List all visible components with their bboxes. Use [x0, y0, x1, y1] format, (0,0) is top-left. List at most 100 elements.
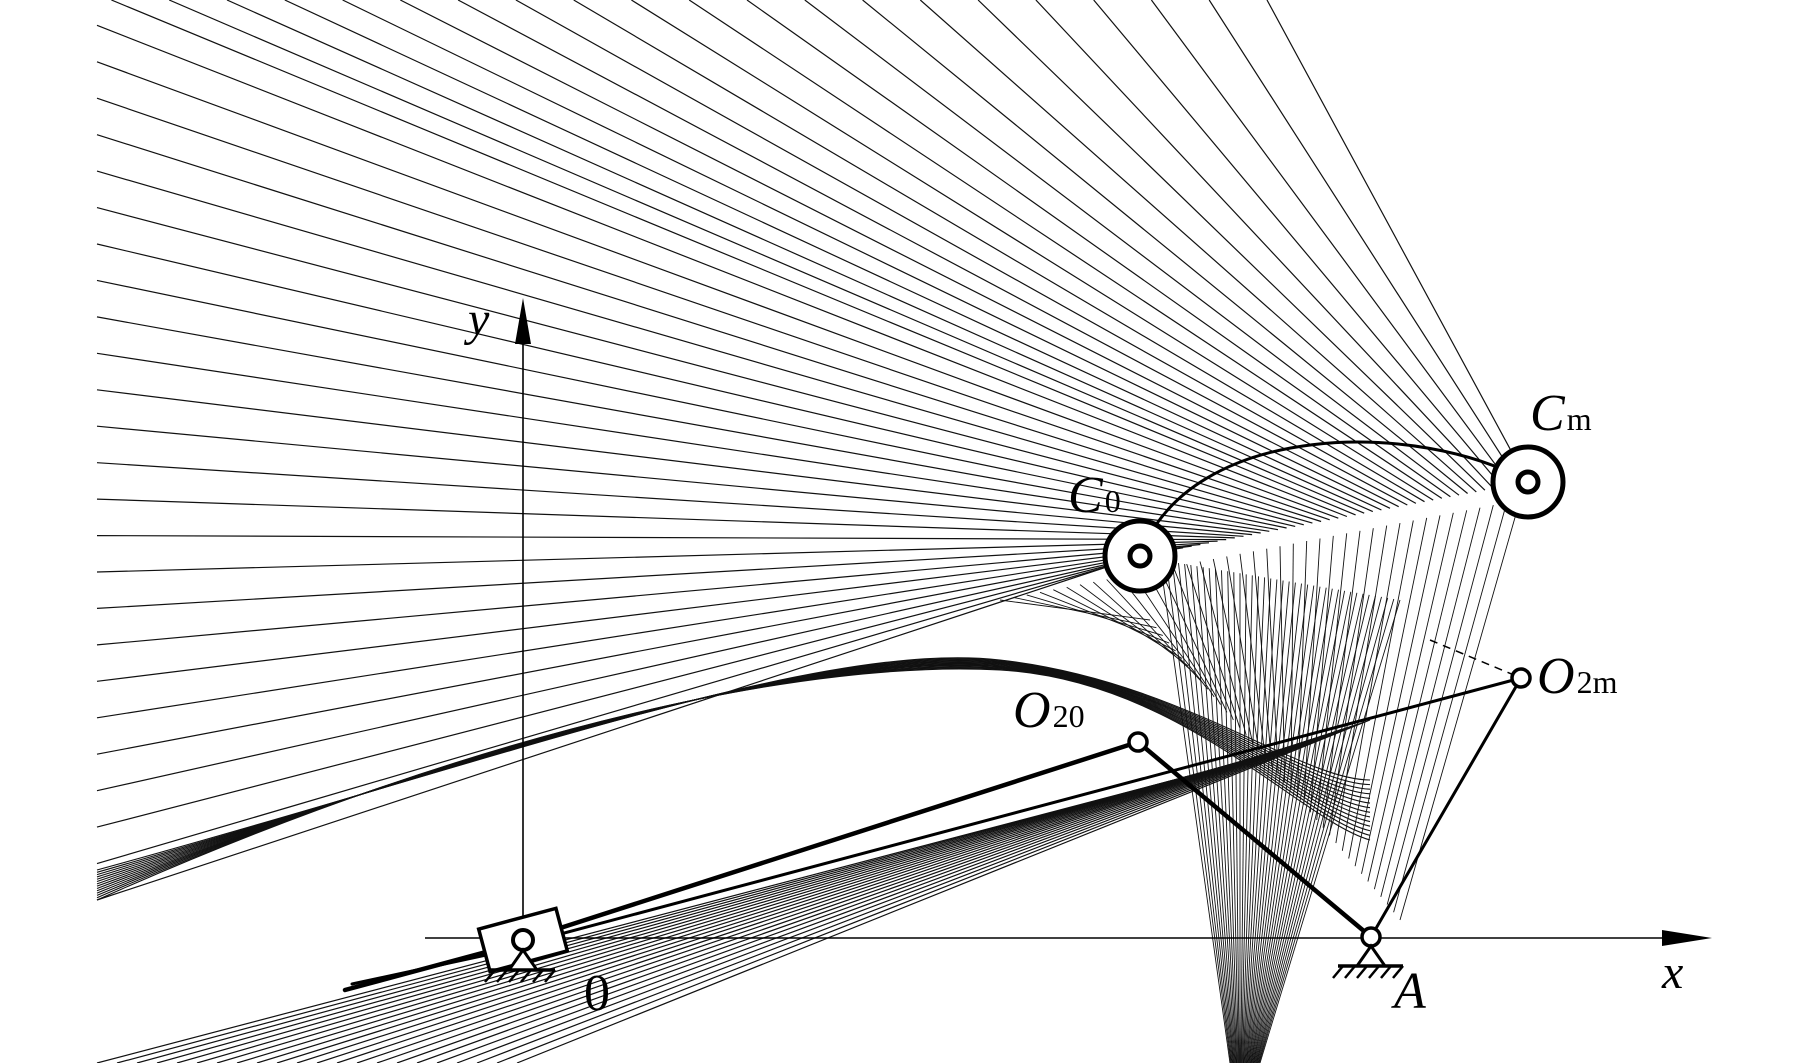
fan-ray-lower: [196, 749, 1279, 1063]
slider-support: [476, 906, 570, 983]
fan-ray-lower: [156, 753, 1268, 1063]
y-axis-arrow: [515, 298, 531, 344]
mesh-line: [1092, 581, 1196, 675]
mesh-line: [1226, 556, 1260, 751]
mesh-line: [1178, 563, 1233, 1063]
mesh-line: [1119, 576, 1209, 690]
fan-ray: [96, 425, 1253, 536]
fan-ray: [96, 534, 1227, 541]
pivot-a-hatch: [1332, 965, 1404, 979]
fan-ray: [400, 0, 1399, 508]
fan-ray: [96, 243, 1296, 527]
mesh-line: [1246, 582, 1296, 1063]
fan-ray-lower: [216, 748, 1285, 1063]
mesh-line: [1039, 591, 1170, 644]
fan-ray: [457, 0, 1408, 506]
link-o20-a: [1135, 739, 1374, 940]
fan-ray: [1208, 0, 1520, 484]
mesh-line: [1252, 551, 1273, 767]
ray-fan: [96, 0, 1529, 1063]
fan-ray-lower: [136, 755, 1262, 1063]
fan-ray-lower: [516, 719, 1371, 1063]
fan-ray: [96, 553, 1149, 865]
fan-ray: [284, 0, 1382, 511]
fan-ray-lower: [236, 746, 1291, 1063]
point-a-label: A: [1391, 963, 1426, 1020]
cm-label-main: C: [1530, 385, 1566, 442]
o20-label-sub: 20: [1053, 698, 1085, 734]
y-axis-label: y: [463, 293, 490, 346]
mesh-line: [1245, 581, 1290, 1063]
mesh-line: [1354, 517, 1428, 867]
mesh-line: [1227, 571, 1239, 1063]
fan-ray: [631, 0, 1434, 501]
c0-label-main: C: [1068, 467, 1104, 524]
fan-ray: [342, 0, 1391, 509]
fan-ray: [168, 0, 1365, 514]
fan-ray: [96, 97, 1330, 521]
mesh-line: [1053, 589, 1176, 652]
fan-ray: [96, 207, 1304, 526]
mesh-line: [1256, 595, 1376, 1063]
fan-ray: [96, 555, 1141, 901]
mesh-line: [1247, 583, 1302, 1063]
mesh-line: [1196, 566, 1236, 1063]
fan-ray-lower: [436, 727, 1348, 1063]
mesh-line: [1257, 596, 1382, 1063]
mesh-line: [1258, 598, 1395, 1063]
mesh-line: [1258, 597, 1389, 1063]
mesh-line: [1239, 553, 1266, 759]
fan-ray: [96, 134, 1322, 523]
mesh-line: [1303, 538, 1321, 805]
fan-ray: [746, 0, 1451, 498]
mesh-line: [1159, 569, 1228, 713]
fan-ray-lower: [256, 744, 1296, 1063]
fan-ray-lower: [276, 742, 1302, 1063]
mesh-line: [1373, 510, 1468, 890]
fan-ray-lower: [416, 728, 1342, 1063]
fan-ray-lower: [296, 740, 1308, 1063]
mesh-line: [1244, 580, 1284, 1063]
fan-ray: [96, 389, 1261, 534]
mesh-line: [1202, 567, 1236, 1063]
mesh-line: [1132, 574, 1215, 698]
mesh-line: [1242, 577, 1266, 1063]
mesh-line: [1172, 566, 1234, 721]
fan-ray: [96, 316, 1279, 531]
mesh-line: [1106, 579, 1202, 682]
slider-ground-hatch: [484, 969, 556, 983]
mesh-line: [1348, 520, 1414, 859]
roller-cm: [1490, 444, 1566, 520]
mesh-line: [1253, 591, 1352, 1063]
mesh-line: [1249, 586, 1321, 1063]
mesh-line: [1233, 572, 1240, 1063]
mesh-line: [1255, 594, 1370, 1063]
trajectory-arc: [1138, 440, 1530, 558]
cm-label: Cm: [1530, 385, 1592, 442]
mesh-line: [1159, 559, 1231, 1063]
fan-ray: [96, 545, 1192, 682]
fan-ray-lower: [476, 723, 1359, 1063]
origin-label: 0: [584, 965, 610, 1022]
mesh-line: [1259, 599, 1401, 1063]
fan-ray: [919, 0, 1477, 493]
fan-ray: [96, 543, 1201, 646]
fan-ray-lower: [396, 730, 1336, 1063]
mesh-line: [1165, 560, 1232, 1063]
fan-ray-lower: [456, 725, 1354, 1063]
fan-ray-lower: [176, 751, 1274, 1063]
fan-ray-lower: [116, 757, 1256, 1063]
fan-ray: [515, 0, 1417, 504]
mesh-line: [1393, 502, 1508, 913]
mesh-line: [1266, 548, 1279, 774]
fan-ray: [96, 550, 1167, 792]
fan-ray-lower: [336, 736, 1319, 1063]
pivot-a-triangle: [1354, 943, 1388, 968]
joint-o20: [1127, 731, 1149, 753]
x-axis-label: x: [1661, 946, 1683, 999]
o2m-label-sub: 2m: [1577, 664, 1618, 700]
mesh-line: [1341, 523, 1401, 851]
mesh-line: [1335, 525, 1388, 844]
fan-ray: [1035, 0, 1494, 490]
